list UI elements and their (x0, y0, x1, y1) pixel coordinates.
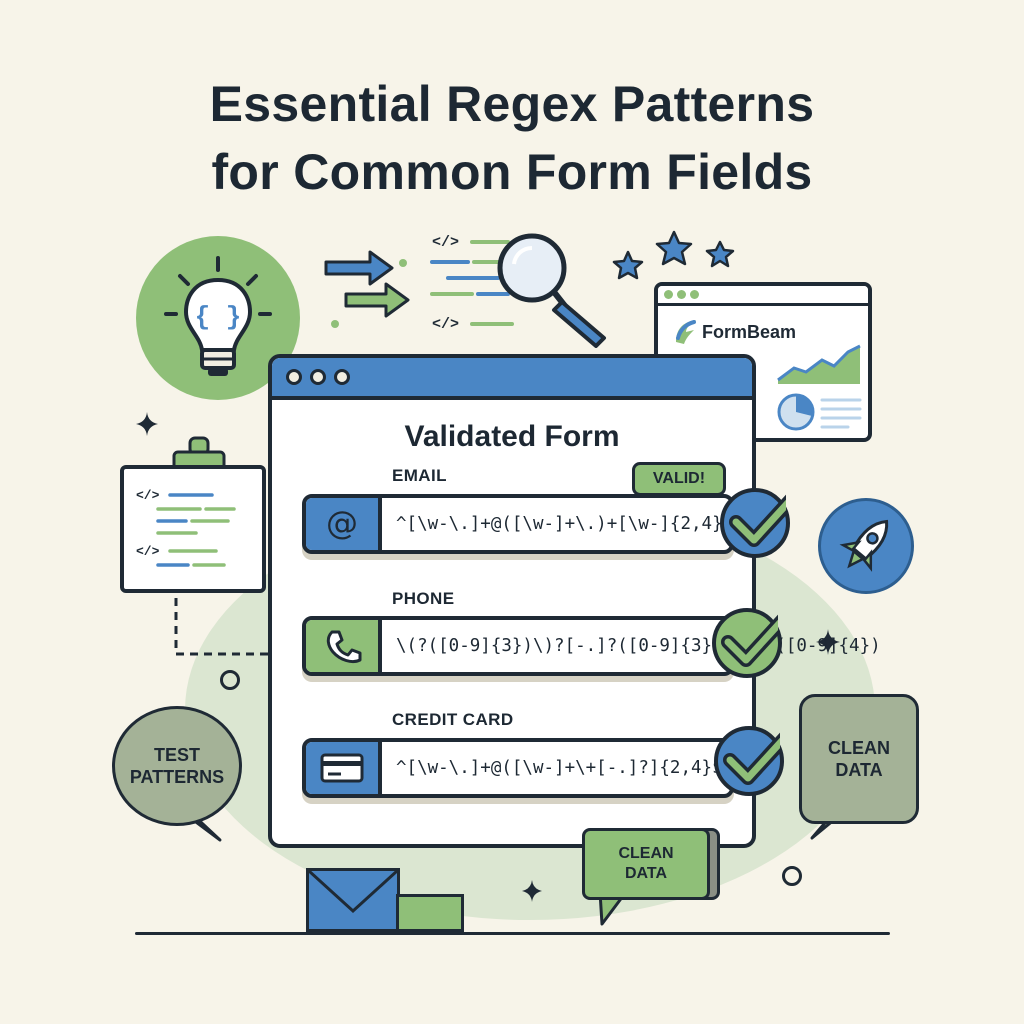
svg-text:{ }: { } (195, 302, 242, 332)
bubble-line: TEST (153, 745, 200, 765)
window-dot (334, 369, 350, 385)
green-block (396, 894, 464, 932)
window-dot (677, 290, 686, 299)
bubble-line: CLEAN (618, 845, 674, 862)
title-line-1: Essential Regex Patterns (209, 76, 815, 132)
formbeam-logo-icon (676, 320, 696, 344)
decor-dot (331, 320, 339, 328)
ground-line (135, 932, 890, 935)
svg-text:</>: </> (432, 316, 459, 333)
bubble-line: CLEAN (828, 738, 890, 758)
lightbulb-icon: { } (164, 256, 272, 376)
clean-data-tag: CLEAN DATA (582, 828, 710, 900)
envelope-block (306, 868, 400, 932)
area-chart-icon (777, 344, 861, 384)
checkmark-icon (714, 726, 784, 796)
title-line-2: for Common Form Fields (211, 144, 813, 200)
stars-icon (612, 230, 735, 280)
window-titlebar (272, 358, 752, 400)
sparkle-icon (136, 412, 158, 436)
window-dot (664, 290, 673, 299)
rocket-badge (818, 498, 914, 594)
code-clipboard: </> </> (120, 465, 266, 593)
credit-card-field[interactable]: ^[\w-\.]+@([\w-]+\+[-.]?]{2,4}$ (302, 738, 734, 798)
dashed-connector (174, 598, 268, 656)
email-field[interactable]: @ ^[\w-\.]+@([\w-]+\.)+[\w-]{2,4}$ (302, 494, 734, 554)
window-dot (286, 369, 302, 385)
test-patterns-bubble: TEST PATTERNS (112, 706, 242, 826)
rocket-icon (839, 519, 889, 572)
sparkle-icon (816, 629, 840, 655)
email-pattern[interactable]: ^[\w-\.]+@([\w-]+\.)+[\w-]{2,4}$ (396, 514, 734, 534)
phone-pattern[interactable]: \(?([0-9]{3})\)?[-.]?([0-9]{3})[-.]?([0-… (396, 636, 881, 656)
checkmark-icon (720, 488, 790, 558)
svg-text:</>: </> (432, 234, 459, 251)
page-title: Essential Regex Patterns for Common Form… (0, 70, 1024, 206)
checkmark-icon (712, 608, 782, 678)
bubble-line: DATA (624, 865, 668, 882)
clean-data-bubble: CLEAN DATA (799, 694, 919, 824)
svg-text:@: @ (326, 504, 358, 542)
window-dot (310, 369, 326, 385)
email-label: EMAIL (392, 466, 447, 485)
decor-ring (220, 670, 240, 690)
credit-card-pattern[interactable]: ^[\w-\.]+@([\w-]+\+[-.]?]{2,4}$ (396, 758, 723, 778)
phone-label: PHONE (392, 589, 455, 608)
brand-name: FormBeam (702, 322, 797, 342)
svg-text:</>: </> (136, 488, 160, 503)
valid-badge: VALID! (632, 462, 726, 496)
credit-card-icon (306, 742, 382, 794)
decor-ring (782, 866, 802, 886)
sparkle-icon (522, 880, 542, 902)
form-title: Validated Form (404, 420, 620, 453)
bubble-line: PATTERNS (129, 767, 225, 787)
window-dot (690, 290, 699, 299)
code-lines-icon: </> </> (136, 488, 236, 567)
arrows-icon (324, 250, 410, 318)
pie-chart-icon (777, 393, 862, 431)
at-sign-icon: @ (306, 498, 382, 550)
phone-field[interactable]: \(?([0-9]{3})\)?[-.]?([0-9]{3})[-.]?([0-… (302, 616, 881, 676)
code-search-icon: </> </> (430, 233, 606, 348)
svg-text:</>: </> (136, 544, 160, 559)
bubble-line: DATA (835, 760, 883, 780)
decor-dot (399, 259, 407, 267)
window-titlebar (658, 286, 868, 306)
phone-icon (306, 620, 382, 672)
credit-card-label: CREDIT CARD (392, 710, 514, 729)
